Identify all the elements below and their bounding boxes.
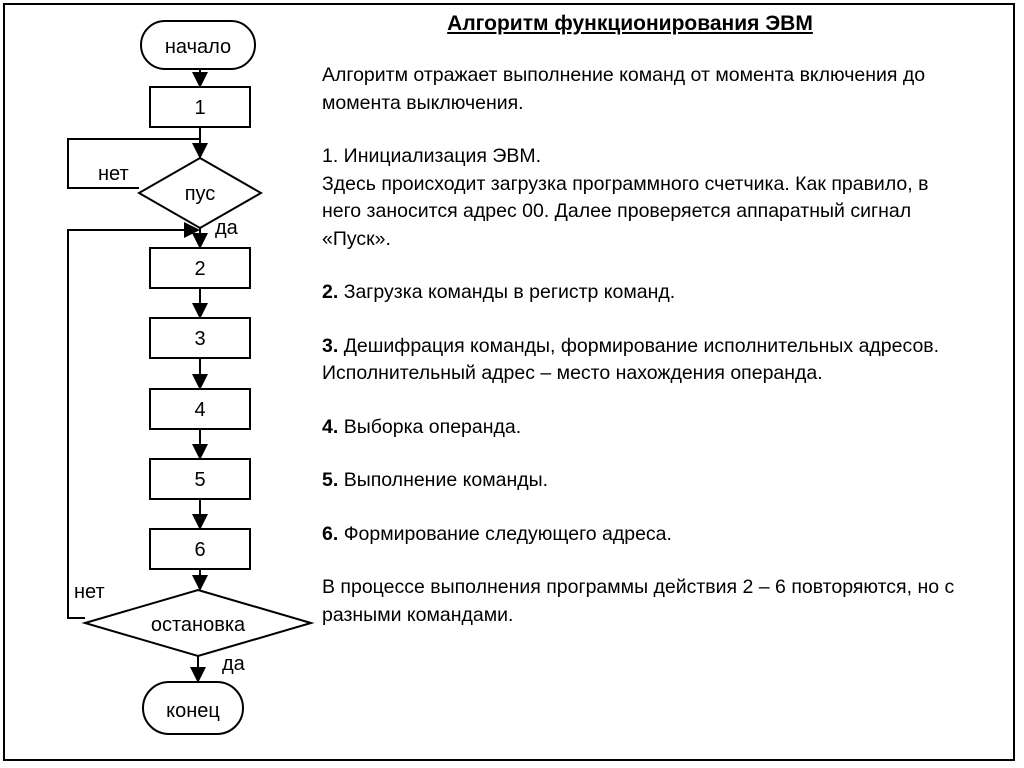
end-label: конец (166, 700, 220, 722)
decision-stop-label: остановка (151, 614, 246, 636)
step-2-text: Загрузка команды в регистр команд. (343, 281, 676, 303)
decision-start-yes-label: да (215, 217, 239, 239)
decision-stop-no-label: нет (74, 581, 105, 603)
decision-start-no-label: нет (98, 163, 129, 185)
step-3-extra: Исполнительный адрес – место нахождения … (322, 362, 823, 384)
conclusion-paragraph: В процессе выполнения программы действия… (322, 576, 955, 626)
intro-paragraph: Алгоритм отражает выполнение команд от м… (322, 64, 926, 114)
decision-start-label: пус (185, 183, 216, 205)
flowchart: начало 1 пус нет да 2 3 4 5 6 остановка … (67, 20, 315, 735)
step-4-number: 4. (322, 415, 339, 438)
loop-no-start (67, 138, 200, 189)
process-label-1: 1 (194, 97, 205, 119)
process-box-1 (149, 86, 251, 128)
slide-frame (3, 3, 1015, 761)
step-4-paragraph: 4. Выборка операнда. (322, 414, 962, 442)
step-4-text: Выборка операнда. (343, 415, 522, 438)
step-6-paragraph: 6. Формирование следующего адреса. (322, 521, 962, 549)
loop-no-stop (67, 222, 200, 619)
step-6-text: Формирование следующего адреса. (343, 522, 672, 545)
step-1-heading: 1. Инициализация ЭВМ. (322, 145, 542, 167)
process-box-5 (149, 458, 251, 500)
start-terminator (140, 20, 256, 70)
process-label-2: 2 (194, 258, 205, 280)
step-3-text: Дешифрация команды, формирование исполни… (343, 334, 940, 357)
step-5-paragraph: 5. Выполнение команды. (322, 467, 962, 495)
process-box-2 (149, 247, 251, 289)
step-2-paragraph: 2. Загрузка команды в регистр команд. (322, 279, 962, 307)
step-1-paragraph: 1. Инициализация ЭВМ. Здесь происходит з… (322, 143, 962, 253)
step-3-number: 3. (322, 334, 339, 357)
step-5-text: Выполнение команды. (343, 469, 549, 491)
description: Алгоритм отражает выполнение команд от м… (322, 62, 962, 655)
step-5-number: 5. (322, 469, 339, 491)
process-label-3: 3 (194, 328, 205, 350)
step-2-number: 2. (322, 281, 339, 303)
step-1-text: Здесь происходит загрузка программного с… (322, 172, 929, 250)
end-terminator (142, 681, 244, 735)
process-label-6: 6 (194, 539, 205, 561)
process-label-5: 5 (194, 469, 205, 491)
step-6-number: 6. (322, 522, 339, 545)
decision-stop-yes-label: да (222, 653, 246, 675)
step-3-paragraph: 3. Дешифрация команды, формирование испо… (322, 333, 962, 388)
page-title: Алгоритм функционирования ЭВМ (447, 12, 813, 35)
process-label-4: 4 (194, 399, 205, 421)
start-label: начало (165, 36, 231, 58)
